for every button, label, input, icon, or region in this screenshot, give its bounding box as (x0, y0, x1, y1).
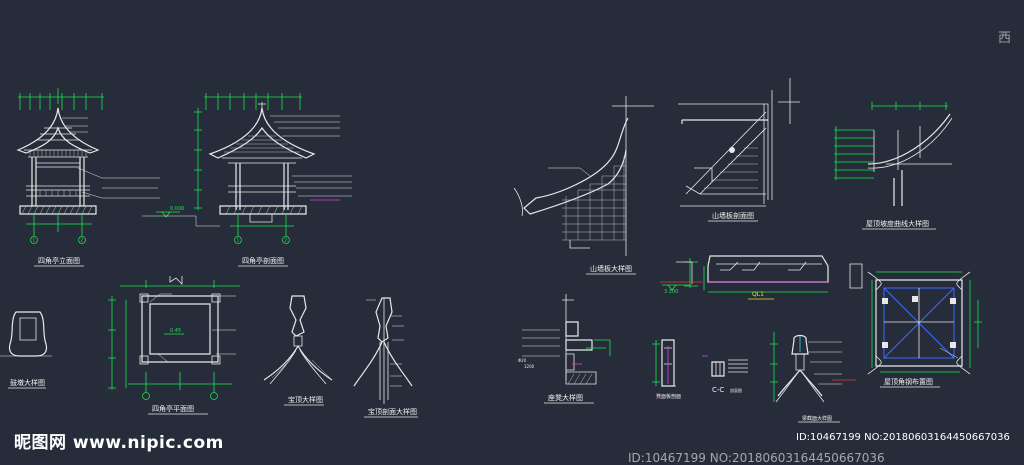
ql1-drawing: 3.200 (660, 255, 863, 295)
roof-curve-title: 屋顶坡度曲线大样图 (866, 219, 929, 228)
beam-section-title: 梁截面大样图 (802, 415, 832, 422)
cc-section-label: 剖面图 (730, 387, 742, 393)
roof-rafter-plan-title: 屋顶角钢布置图 (884, 377, 933, 386)
drum-detail-drawing (0, 311, 52, 357)
elevation-marker: 0.000 (156, 206, 184, 218)
svg-text:2: 2 (81, 238, 84, 243)
svg-text:Φ20: Φ20 (518, 358, 527, 363)
bottom-watermark-strip: ID:10467199 NO:20180603164450667036 (628, 451, 885, 465)
svg-text:2: 2 (285, 238, 288, 243)
plan-drawing: 0.45 (108, 276, 240, 400)
finial-title: 宝顶大样图 (288, 395, 323, 404)
corner-watermark: 西 (998, 31, 1012, 46)
seat-detail-title: 座凳大样图 (548, 393, 583, 402)
roof-curve-drawing (834, 102, 953, 206)
svg-text:0.45: 0.45 (170, 328, 181, 334)
roof-rafter-plan-drawing (867, 271, 982, 375)
svg-text:1: 1 (237, 238, 240, 243)
finial-section-title: 宝顶剖面大样图 (368, 407, 417, 416)
finial-section-drawing (353, 297, 413, 404)
front-elevation-title: 四角亭立面图 (38, 256, 80, 265)
seat-detail-drawing: Φ20 1200 (518, 294, 611, 385)
site-watermark: 昵图网 www.nipic.com (14, 433, 224, 453)
finial-detail-drawing (263, 295, 333, 385)
seat-board-section-title: 凳面板剖面 (656, 393, 681, 400)
section-title: 四角亭剖面图 (242, 256, 284, 265)
gable-board-section-drawing (678, 78, 800, 207)
gable-board-section-title: 山墙板剖面图 (712, 211, 754, 220)
plan-title: 四角亭平面图 (152, 404, 194, 413)
svg-text:3.200: 3.200 (664, 289, 678, 295)
cc-section-drawing (702, 355, 748, 377)
gable-detail-title: 山墙板大样图 (590, 264, 632, 273)
svg-text:1: 1 (33, 238, 36, 243)
image-id-watermark: ID:10467199 NO:20180603164450667036 (796, 432, 1010, 443)
svg-text:1200: 1200 (524, 364, 535, 369)
ql1-title: QL1 (752, 291, 764, 298)
beam-section-drawing (770, 332, 856, 403)
cc-section-title: C-C (712, 386, 724, 394)
seat-board-section-drawing (652, 339, 676, 387)
drum-detail-title: 鼓墩大样图 (10, 378, 45, 387)
svg-text:0.000: 0.000 (170, 206, 184, 212)
gable-detail-drawing (513, 96, 654, 256)
